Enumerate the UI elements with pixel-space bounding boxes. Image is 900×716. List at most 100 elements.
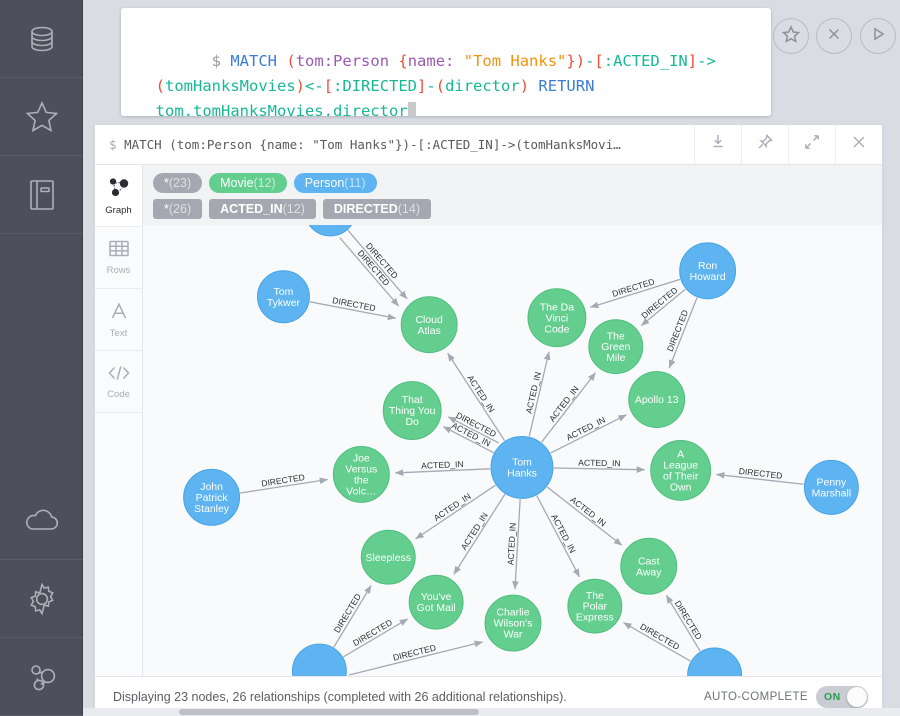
edge-label: ACTED_IN: [465, 373, 497, 414]
graph-edge[interactable]: ACTED_IN: [541, 372, 597, 443]
sidebar-item-settings[interactable]: [0, 560, 83, 638]
graph-edge[interactable]: DIRECTED: [347, 229, 408, 300]
edge-label: ACTED_IN: [432, 491, 473, 523]
database-icon: [25, 22, 59, 56]
tab-text-label: Text: [109, 327, 128, 339]
frame-footer: Displaying 23 nodes, 26 relationships (c…: [95, 676, 882, 716]
clear-button[interactable]: [816, 18, 852, 54]
tab-graph-label: Graph: [105, 204, 132, 216]
graph-node[interactable]: [291, 643, 347, 676]
graph-edge[interactable]: DIRECTED: [639, 285, 686, 327]
graph-edge[interactable]: ACTED_IN: [553, 457, 646, 473]
autocomplete-toggle[interactable]: ON: [816, 685, 868, 708]
graph-edge[interactable]: DIRECTED: [343, 617, 409, 658]
graph-edge[interactable]: DIRECTED: [447, 410, 499, 444]
graph-edge[interactable]: DIRECTED: [240, 472, 329, 494]
graph-edge[interactable]: DIRECTED: [665, 594, 704, 652]
about-graph-icon: [24, 659, 60, 695]
graph-edge[interactable]: ACTED_IN: [394, 459, 491, 476]
graph-edge[interactable]: ACTED_IN: [415, 484, 496, 540]
tab-code[interactable]: Code: [95, 351, 142, 413]
run-button[interactable]: [860, 18, 896, 54]
pin-button[interactable]: [741, 125, 788, 164]
pill-count: (11): [344, 176, 366, 190]
graph-node[interactable]: JoeVersustheVolc…: [332, 445, 390, 503]
graph-edge[interactable]: DIRECTED: [716, 466, 804, 485]
graph-edge[interactable]: DIRECTED: [332, 585, 372, 648]
status-text: Displaying 23 nodes, 26 relationships (c…: [113, 689, 567, 704]
pill-label: *: [164, 202, 169, 216]
relationship-type-pills: *(26) ACTED_IN(12) DIRECTED(14): [153, 199, 872, 219]
sidebar-item-database[interactable]: [0, 0, 83, 78]
download-button[interactable]: [694, 125, 741, 164]
pill-label: *: [164, 176, 169, 190]
graph-edge[interactable]: ACTED_IN: [550, 414, 627, 454]
graph-node[interactable]: Apollo 13: [628, 371, 686, 428]
graph-edge[interactable]: DIRECTED: [665, 297, 698, 369]
rel-pill-directed[interactable]: DIRECTED(14): [322, 199, 431, 219]
graph-edge[interactable]: ACTED_IN: [447, 352, 506, 441]
edge-label: DIRECTED: [611, 276, 656, 299]
tab-graph[interactable]: Graph: [95, 165, 142, 227]
edge-label: ACTED_IN: [459, 511, 490, 552]
graph-node[interactable]: Sleepless: [360, 529, 416, 585]
node-pill-movie[interactable]: Movie(12): [209, 173, 287, 193]
graph-edge[interactable]: DIRECTED: [590, 276, 681, 309]
graph-edge[interactable]: DIRECTED: [623, 621, 691, 662]
graph-edge[interactable]: ACTED_IN: [505, 499, 521, 590]
close-icon: [850, 133, 868, 156]
graph-edge[interactable]: DIRECTED: [309, 295, 397, 321]
sidebar-item-favorites[interactable]: [0, 78, 83, 156]
edge-label: ACTED_IN: [421, 459, 464, 471]
graph-edge[interactable]: ACTED_IN: [453, 493, 506, 575]
rel-pill--[interactable]: *(26): [153, 199, 203, 219]
graph-edge[interactable]: DIRECTED: [339, 237, 400, 307]
editor-prompt: $: [211, 52, 221, 70]
query-editor-container: $ MATCH (tom:Person {name: "Tom Hanks"})…: [121, 8, 771, 116]
close-frame-button[interactable]: [835, 125, 882, 164]
sidebar-item-documentation[interactable]: [0, 156, 83, 234]
edge-label: DIRECTED: [364, 241, 400, 281]
pill-label: DIRECTED: [333, 202, 398, 216]
frame-body: Graph Rows: [95, 165, 882, 676]
legend-pills: *(23) Movie(12) Person(11) *(26) ACTED_IN(1…: [143, 165, 882, 225]
edge-label: DIRECTED: [392, 642, 437, 662]
node-pill-person[interactable]: Person(11): [293, 173, 377, 193]
graph-node[interactable]: [687, 647, 743, 676]
graph-edge[interactable]: DIRECTED: [348, 640, 483, 676]
tab-text[interactable]: Text: [95, 289, 142, 351]
expand-button[interactable]: [788, 125, 835, 164]
node-pill--[interactable]: *(23): [153, 173, 203, 193]
sidebar-item-about[interactable]: [0, 638, 83, 716]
favorite-button[interactable]: [773, 18, 809, 54]
tab-rows[interactable]: Rows: [95, 227, 142, 289]
scrollbar-thumb[interactable]: [179, 709, 479, 715]
edge-label: DIRECTED: [638, 621, 681, 652]
download-icon: [709, 133, 727, 156]
horizontal-scrollbar[interactable]: [83, 708, 900, 716]
query-editor[interactable]: $ MATCH (tom:Person {name: "Tom Hanks"})…: [121, 8, 771, 116]
edge-label: ACTED_IN: [547, 384, 581, 424]
sidebar-item-cloud[interactable]: [0, 482, 83, 560]
edge-label: ACTED_IN: [578, 457, 621, 468]
toggle-knob: [847, 686, 867, 707]
rel-pill-acted_in[interactable]: ACTED_IN(12): [209, 199, 316, 219]
text-caret: [407, 102, 416, 116]
graph-edge[interactable]: ACTED_IN: [524, 351, 551, 437]
